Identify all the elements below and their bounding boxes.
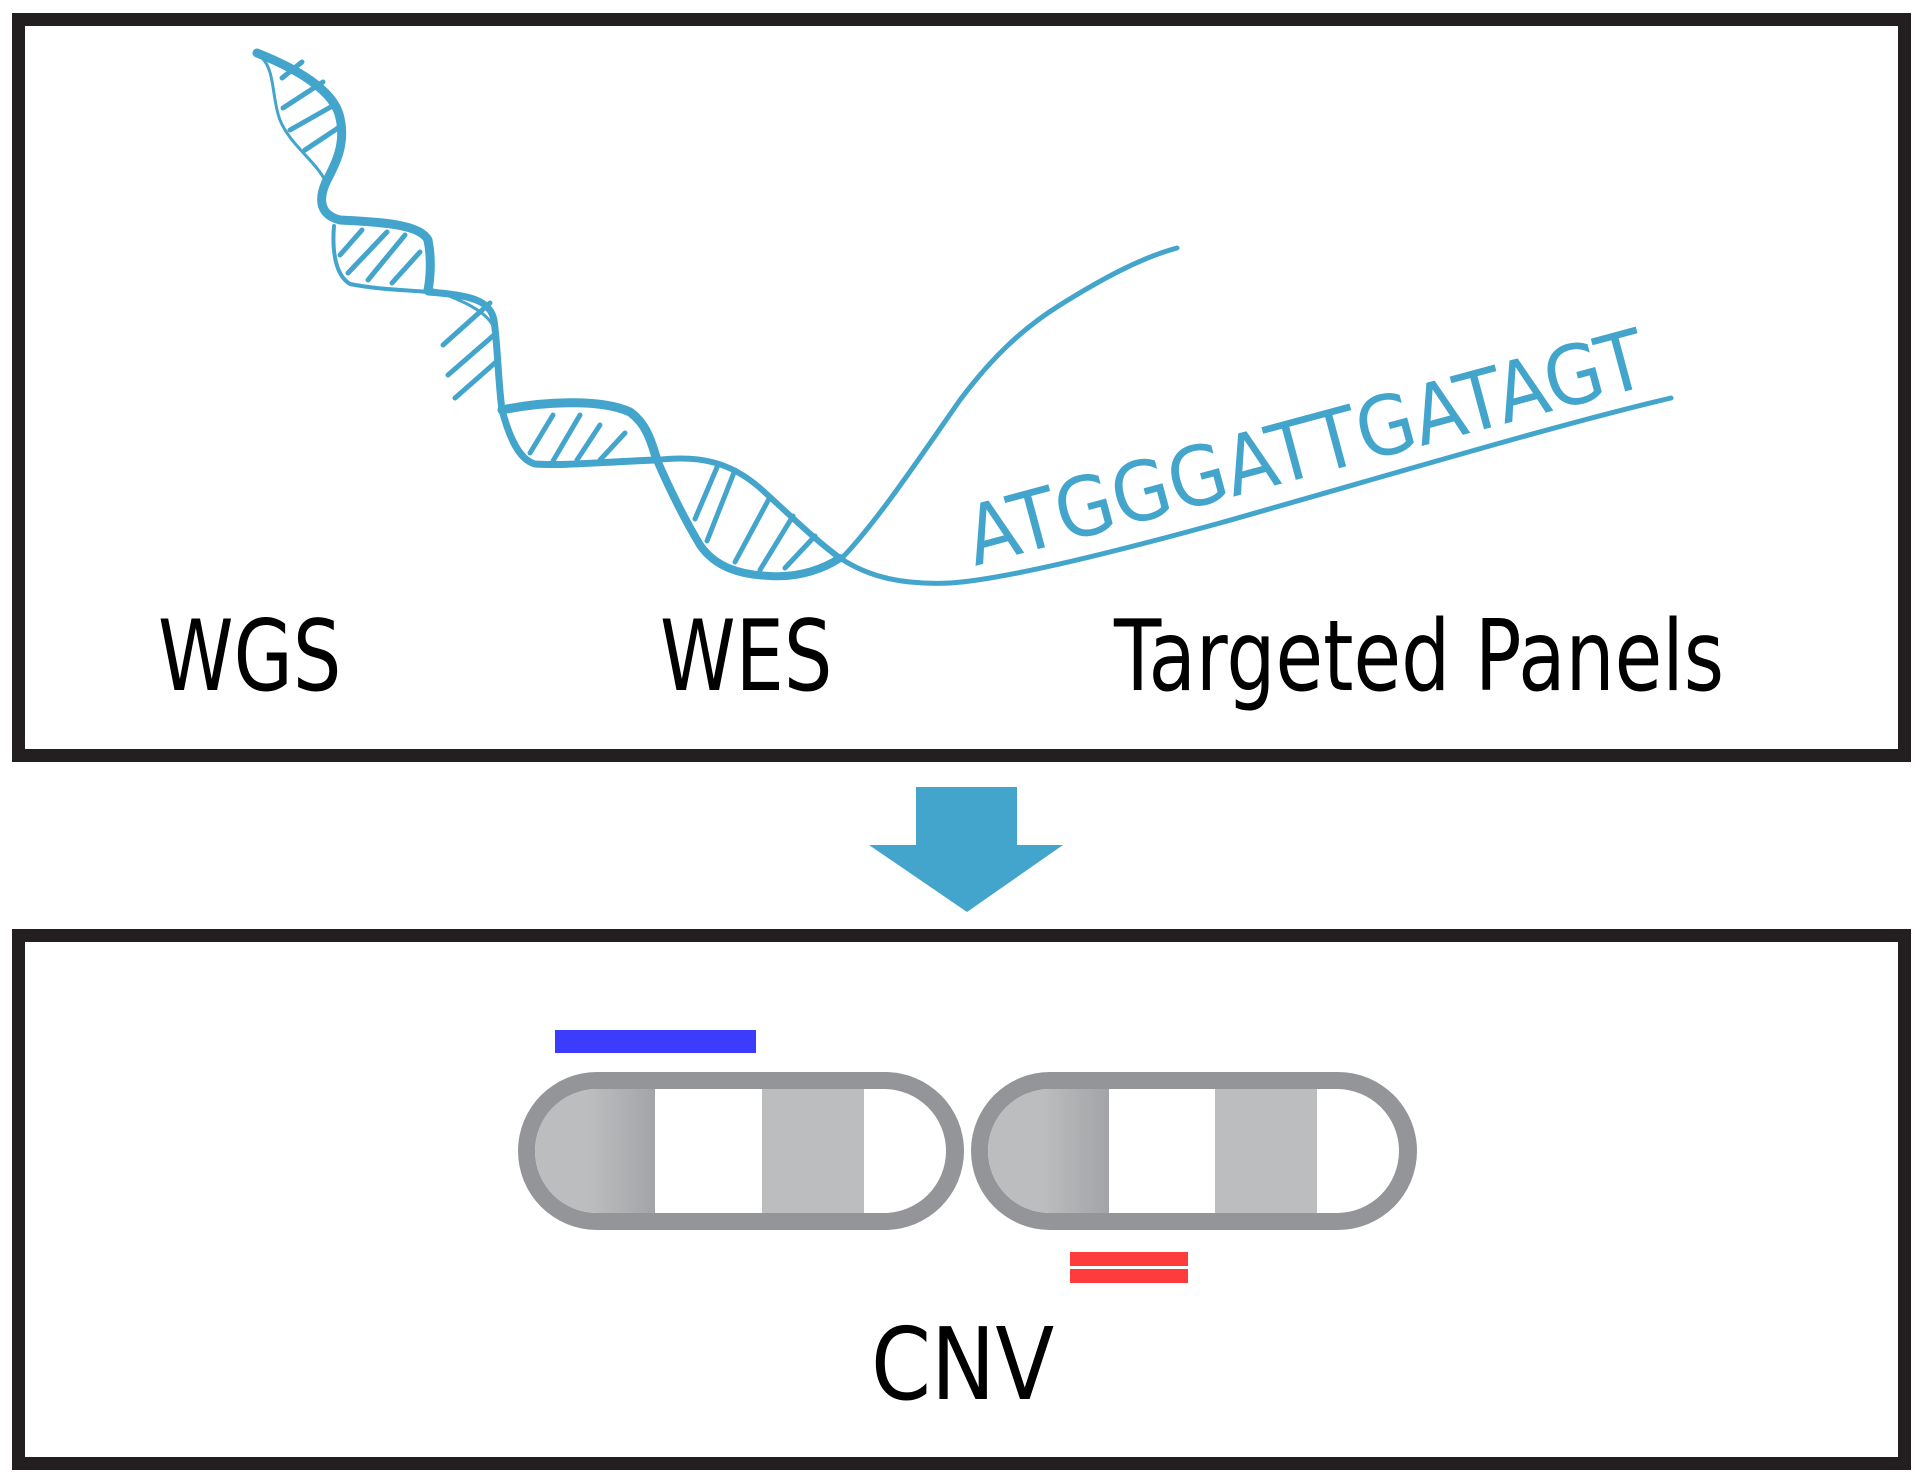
dna-helix-icon xyxy=(252,48,1674,586)
gain-marker xyxy=(555,1030,756,1053)
chromosome-band xyxy=(762,1089,864,1213)
loss-marker xyxy=(1070,1252,1188,1266)
method-label-wes: WES xyxy=(660,600,833,714)
method-label-targeted-panels: Targeted Panels xyxy=(1114,600,1725,714)
sequencing-methods-panel xyxy=(12,13,1911,762)
centromere-band xyxy=(988,1089,1109,1213)
cnv-label: CNV xyxy=(871,1306,1055,1423)
dna-sequence-text: ATGGGATTGATAGT xyxy=(956,312,1657,586)
cnv-panel xyxy=(12,929,1911,1470)
method-label-wgs: WGS xyxy=(158,600,342,714)
loss-marker xyxy=(1070,1269,1188,1283)
centromere-band xyxy=(535,1089,655,1213)
chromosome-2 xyxy=(971,1072,1417,1230)
chromosome-1 xyxy=(518,1072,964,1230)
arrow-down-icon xyxy=(869,787,1063,912)
chromosome-band xyxy=(1215,1089,1317,1213)
